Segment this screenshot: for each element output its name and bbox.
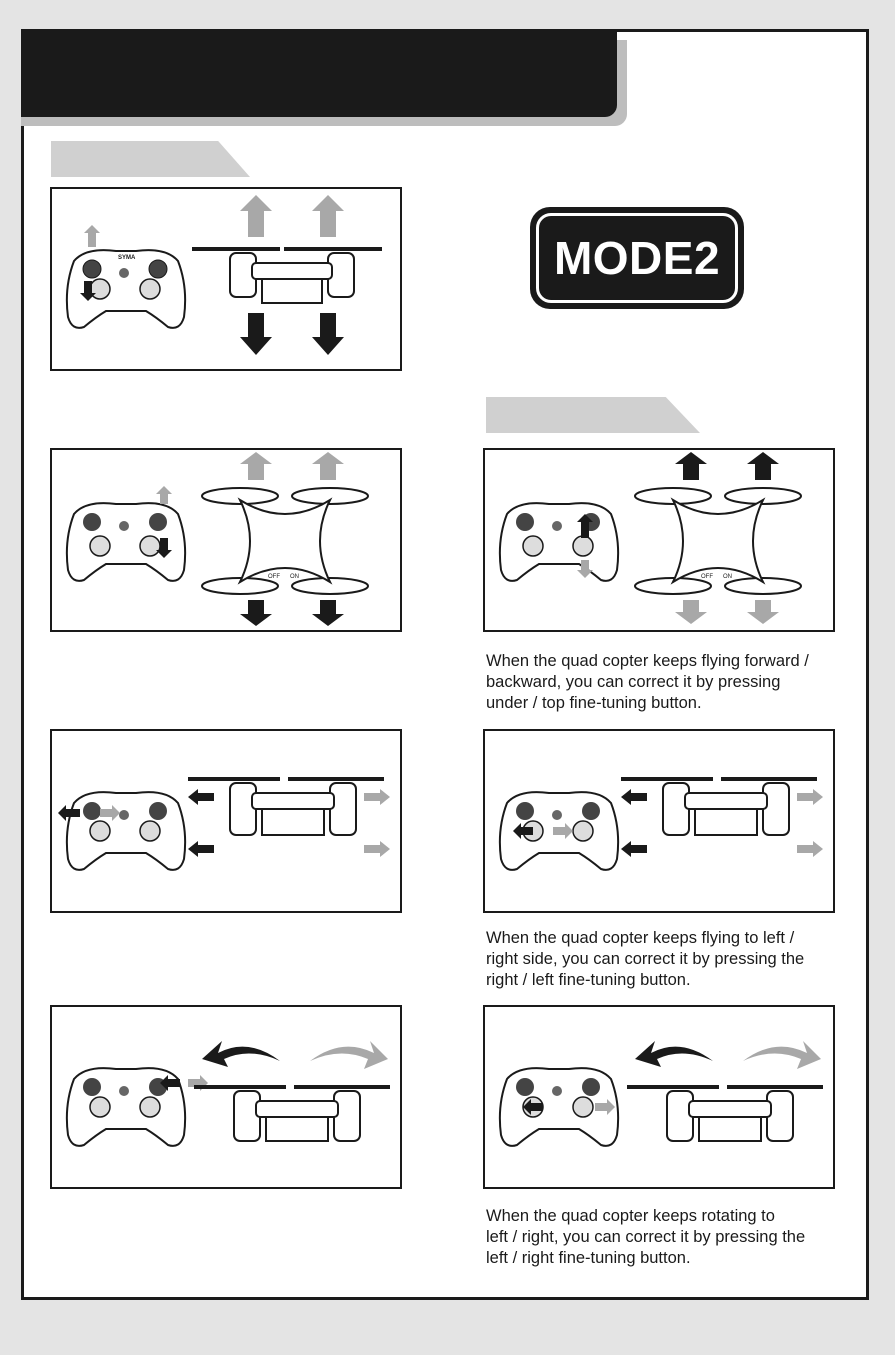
caption-forward-backward: When the quad copter keeps flying forwar…: [486, 652, 809, 712]
rotate-right-icon: [310, 1041, 388, 1069]
drone-side-illustration: [192, 247, 382, 304]
arrow-left-icon: [513, 823, 533, 839]
panel-yaw-trim: [483, 1005, 835, 1189]
arrow-down-icon: [240, 313, 272, 355]
arrow-right-icon: [364, 789, 390, 805]
arrow-down-icon: [156, 538, 172, 558]
roll-illustration: [58, 777, 390, 871]
drone-top-illustration: OFF ON: [634, 487, 802, 595]
arrow-up-icon: [84, 225, 100, 247]
arrow-up-icon: [240, 195, 272, 237]
arrow-down-icon: [312, 600, 344, 626]
arrow-right-icon: [100, 805, 120, 821]
panel-pitch-trim: OFF ON: [483, 448, 835, 632]
drone-side-illustration: [621, 777, 817, 836]
pitch-illustration: OFF ON: [65, 452, 369, 626]
controller-illustration: [498, 1067, 620, 1147]
arrow-up-icon: [312, 195, 344, 237]
arrow-right-icon: [364, 841, 390, 857]
arrow-up-icon: [577, 514, 593, 538]
arrow-right-icon: [595, 1099, 615, 1115]
controller-illustration: [65, 791, 187, 871]
section-tab-right: [486, 397, 700, 433]
yaw-illustration: [65, 1041, 390, 1147]
arrow-right-icon: [797, 841, 823, 857]
mode-label: MODE2: [553, 232, 721, 284]
panel-throttle: SYMA: [50, 187, 402, 371]
arrow-left-icon: [160, 1075, 180, 1091]
arrow-up-icon: [675, 452, 707, 480]
controller-illustration: SYMA: [65, 249, 187, 329]
arrow-down-icon: [747, 600, 779, 624]
switch-off-label: OFF: [268, 574, 280, 580]
rotate-left-icon: [635, 1041, 713, 1067]
panel-yaw: [50, 1005, 402, 1189]
switch-on-label: ON: [290, 574, 299, 580]
roll-trim-illustration: [498, 777, 823, 871]
arrow-down-icon: [577, 560, 593, 578]
arrow-up-icon: [312, 452, 344, 480]
arrow-left-icon: [188, 841, 214, 857]
drone-side-illustration: [188, 777, 384, 836]
panel-pitch: OFF ON: [50, 448, 402, 632]
arrow-left-icon: [621, 789, 647, 805]
pitch-trim-illustration: OFF ON: [498, 452, 802, 624]
controller-illustration: [498, 502, 620, 582]
arrow-down-icon: [80, 281, 96, 301]
arrow-left-icon: [621, 841, 647, 857]
section-tab-left: [51, 141, 250, 177]
controller-illustration: [65, 1067, 187, 1147]
throttle-illustration: SYMA: [65, 195, 382, 355]
switch-on-label: ON: [723, 574, 732, 580]
mode-badge: MODE2: [530, 207, 744, 309]
arrow-up-icon: [747, 452, 779, 480]
rotate-left-icon: [202, 1041, 280, 1067]
header-bar: [21, 29, 617, 117]
rotate-right-icon: [743, 1041, 821, 1069]
panel-roll: [50, 729, 402, 913]
arrow-left-icon: [188, 789, 214, 805]
controller-illustration: [65, 502, 187, 582]
drone-top-illustration: OFF ON: [201, 487, 369, 595]
drone-side-illustration: [627, 1085, 823, 1142]
arrow-up-icon: [240, 452, 272, 480]
arrow-right-icon: [553, 823, 573, 839]
caption-left-right: When the quad copter keeps flying to lef…: [486, 929, 805, 989]
arrow-up-icon: [156, 486, 172, 504]
arrow-down-icon: [312, 313, 344, 355]
yaw-trim-illustration: [498, 1041, 823, 1147]
arrow-left-icon: [58, 805, 80, 821]
drone-side-illustration: [194, 1085, 390, 1142]
caption-rotation: When the quad copter keeps rotating to l…: [486, 1207, 806, 1267]
switch-off-label: OFF: [701, 574, 713, 580]
panel-roll-trim: [483, 729, 835, 913]
arrow-right-icon: [797, 789, 823, 805]
arrow-down-icon: [675, 600, 707, 624]
arrow-left-icon: [523, 1099, 543, 1115]
controller-brand: SYMA: [118, 255, 136, 261]
arrow-down-icon: [240, 600, 272, 626]
